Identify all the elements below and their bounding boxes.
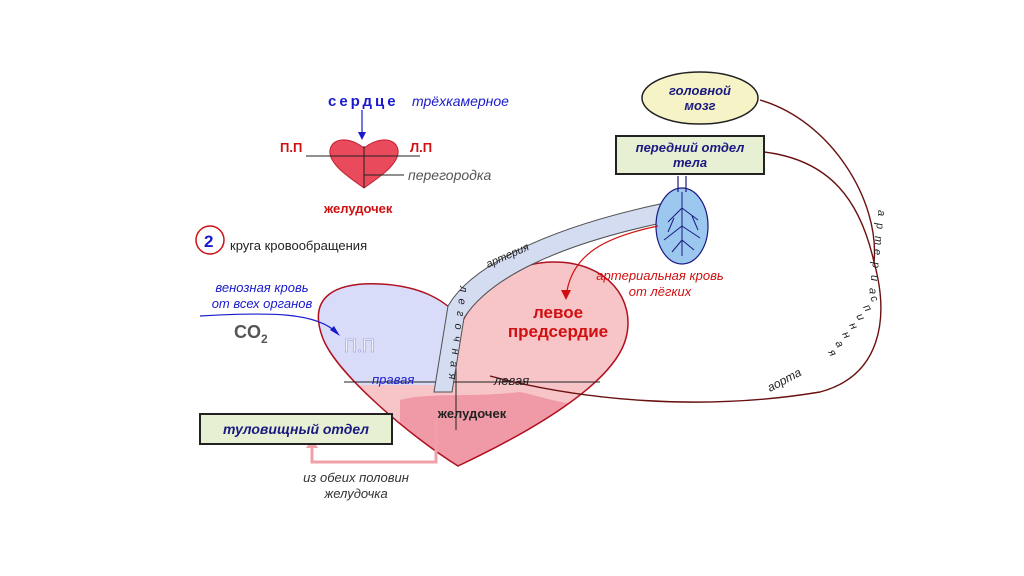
left-half-label: левая: [493, 373, 529, 388]
right-artery-letters: артериа: [867, 210, 887, 294]
spinal-letter: н: [839, 330, 852, 341]
arterial-arrow: [561, 225, 659, 300]
artery-letter: р: [869, 261, 881, 268]
pulmonary-letter: я: [446, 373, 458, 380]
circles-text: круга кровообращения: [230, 238, 367, 253]
front-body-line2: тела: [673, 155, 707, 170]
artery-letter: р: [874, 222, 886, 229]
small-heart: [306, 110, 420, 189]
pulmonary-letter: а: [447, 361, 459, 367]
artery-letter: е: [871, 249, 883, 255]
brain-line2: мозг: [684, 98, 715, 113]
pulmonary-letter: е: [455, 299, 467, 305]
pulmonary-letter: о: [452, 324, 464, 330]
co2-label: CO2: [234, 322, 268, 346]
chambers-label: трёхкамерное: [412, 93, 509, 109]
front-body-box: [615, 135, 765, 175]
from-both-line2: желудочка: [323, 486, 387, 501]
big-ventricle-label: желудочек: [437, 406, 507, 421]
spinal-letter: п: [860, 303, 873, 314]
pulmonary-letter: г: [454, 311, 466, 317]
small-left-atrium-label: Л.П: [410, 140, 432, 155]
trunk-box: [199, 413, 393, 445]
artery-letter: т: [872, 236, 884, 245]
venous-line1: венозная кровь: [215, 280, 308, 295]
big-right-atrium-label: П.П: [344, 336, 375, 356]
circles-number: 2: [204, 232, 213, 251]
small-ventricle-label: желудочек: [323, 201, 393, 216]
big-left-atrium-line1: левое: [533, 303, 583, 322]
spinal-letter: с: [867, 294, 880, 305]
spinal-letter: н: [846, 321, 859, 332]
aorta-word: аорта: [765, 365, 804, 395]
brain-line1: головной: [669, 83, 731, 98]
circles-badge: [195, 225, 225, 255]
artery-letter: и: [868, 275, 880, 281]
pulmonary-letter: ч: [451, 336, 463, 342]
spinal-letter: а: [832, 339, 845, 350]
aorta-lines: [489, 99, 882, 403]
venous-line2: от всех органов: [212, 296, 313, 311]
small-right-atrium-label: П.П: [280, 140, 302, 155]
septum-label: перегородка: [408, 167, 492, 183]
artery-letter: а: [875, 210, 887, 216]
front-body-line1: передний отдел: [636, 140, 745, 155]
trunk-box-label: туловищный отдел: [223, 421, 369, 437]
venous-arrow: [199, 313, 340, 336]
lung: [655, 176, 709, 265]
big-left-atrium-line2: предсердие: [508, 322, 608, 341]
pulmonary-vertical-letters: л ег оч ная: [446, 285, 469, 380]
right-half-label: правая: [372, 372, 414, 387]
spinal-letter: и: [853, 312, 866, 323]
arterial-line2: от лёгких: [629, 284, 692, 299]
pulmonary-letter: л: [457, 285, 469, 292]
heart-word: сердце: [328, 93, 399, 110]
artery-letter: а: [867, 288, 879, 294]
spinal-letter: я: [825, 347, 839, 359]
from-both-line1: из обеих половин: [303, 470, 409, 485]
arterial-line1: артериальная кровь: [596, 268, 724, 283]
pulmonary-letter: н: [449, 349, 461, 355]
brain-box: [641, 71, 759, 125]
